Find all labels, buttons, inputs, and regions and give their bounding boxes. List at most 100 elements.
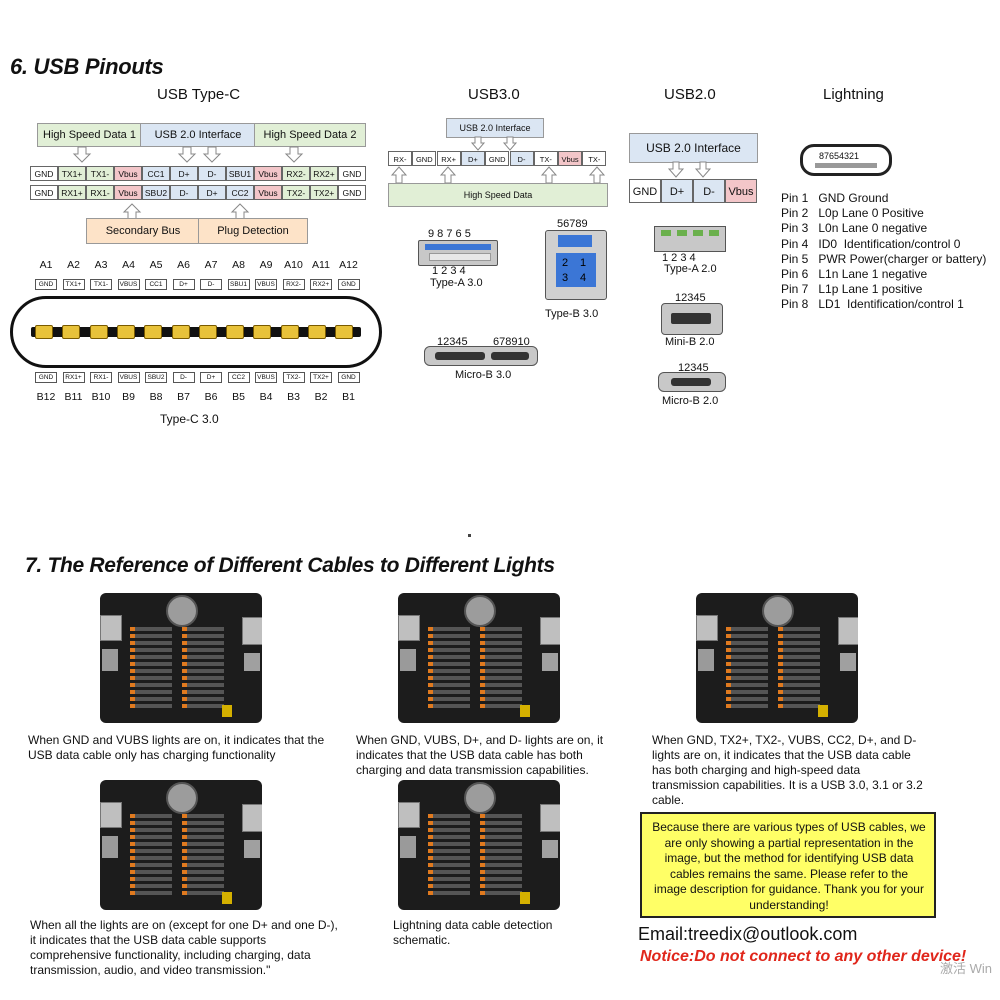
led-strip xyxy=(730,690,768,694)
led xyxy=(480,641,485,645)
led xyxy=(428,669,433,673)
usb3-pin: Vbus xyxy=(558,151,583,166)
led xyxy=(130,877,135,881)
usb-port xyxy=(698,649,714,671)
led xyxy=(480,884,485,888)
typec-pin: SBU2 xyxy=(142,185,170,200)
led xyxy=(130,814,135,818)
led-strip xyxy=(134,648,172,652)
typec-a-label: A9 xyxy=(259,259,273,271)
typec-contact xyxy=(308,325,326,339)
typec-a-label: A6 xyxy=(177,259,190,271)
led xyxy=(480,863,485,867)
caption-charging-only: When GND and VUBS lights are on, it indi… xyxy=(28,733,325,762)
usb-b-port xyxy=(540,804,560,832)
led xyxy=(428,884,433,888)
led xyxy=(130,884,135,888)
led xyxy=(182,683,187,687)
dot-divider xyxy=(468,534,471,537)
led-strip xyxy=(186,821,224,825)
usb3-microb-left: 12345 xyxy=(437,336,468,348)
connector xyxy=(520,892,530,904)
led-strip xyxy=(432,828,470,832)
led xyxy=(428,641,433,645)
os-watermark: 激活 Win xyxy=(940,961,993,976)
led-strip xyxy=(134,662,172,666)
led-strip xyxy=(484,627,522,631)
typec-title: USB Type-C xyxy=(157,86,241,103)
led-strip xyxy=(484,877,522,881)
led-strip xyxy=(782,662,820,666)
led-strip xyxy=(134,828,172,832)
usb3-typea-plug xyxy=(418,240,498,266)
tester-board-photo-4 xyxy=(100,780,262,910)
led-strip xyxy=(432,870,470,874)
usb3-pin: D+ xyxy=(460,151,485,166)
led-strip xyxy=(730,662,768,666)
lightning-pin-item: Pin 7 L1p Lane 1 positive xyxy=(781,282,923,297)
typec-pin: D+ xyxy=(198,185,226,200)
lightning-pin-item: Pin 4 ID0 Identification/control 0 xyxy=(781,236,961,251)
led xyxy=(130,690,135,694)
led xyxy=(182,814,187,818)
led xyxy=(130,863,135,867)
usb3-hs-box: High Speed Data xyxy=(388,183,608,207)
led xyxy=(480,842,485,846)
typec-pin: GND xyxy=(30,185,58,200)
connector xyxy=(520,705,530,717)
led xyxy=(182,634,187,638)
tester-board-photo-1 xyxy=(100,593,262,723)
usb3-microb-right: 678910 xyxy=(493,336,530,348)
led-strip xyxy=(432,648,470,652)
usb3-title: USB3.0 xyxy=(468,86,520,103)
led-strip xyxy=(782,648,820,652)
usb3-typea-top: 9 8 7 6 5 xyxy=(428,228,471,240)
led xyxy=(480,669,485,673)
led-strip xyxy=(484,863,522,867)
led-strip xyxy=(432,884,470,888)
section-7-title: 7. The Reference of Different Cables to … xyxy=(25,554,555,577)
typec-a-tag: RX2+ xyxy=(310,279,332,290)
typec-contact xyxy=(62,325,81,339)
led xyxy=(182,648,187,652)
typec-top-arrows xyxy=(72,146,304,163)
led-strip xyxy=(484,634,522,638)
usb-a-port xyxy=(100,615,122,641)
led xyxy=(480,877,485,881)
led-strip xyxy=(134,884,172,888)
led-strip xyxy=(484,828,522,832)
coin-cell xyxy=(464,782,496,814)
typec-b-label: B1 xyxy=(342,391,355,403)
led xyxy=(480,856,485,860)
led-strip xyxy=(432,814,470,818)
lightning-pin-item: Pin 3 L0n Lane 0 negative xyxy=(781,221,928,236)
typec-a-label: A10 xyxy=(284,259,303,271)
led-strip xyxy=(432,676,470,680)
usb3-typeb-plug: 2 1 3 4 xyxy=(545,230,607,300)
typec-b-label: B7 xyxy=(177,391,190,403)
usb-a-port xyxy=(100,802,122,828)
typec-pin: TX2- xyxy=(282,185,310,200)
led xyxy=(182,662,187,666)
led-strip xyxy=(186,863,224,867)
coin-cell xyxy=(762,595,794,627)
led xyxy=(182,870,187,874)
led-strip xyxy=(186,891,224,895)
usb-port xyxy=(244,840,260,858)
led-strip xyxy=(484,814,522,818)
led xyxy=(130,662,135,666)
typec-b-tag: GND xyxy=(337,372,360,383)
contact-email: Email:treedix@outlook.com xyxy=(638,924,858,944)
led-strip xyxy=(134,669,172,673)
led-strip xyxy=(782,704,820,708)
led xyxy=(428,648,433,652)
led xyxy=(480,828,485,832)
led-strip xyxy=(782,683,820,687)
led xyxy=(778,641,783,645)
usb-port xyxy=(244,653,260,671)
typec-b-label: B2 xyxy=(314,391,328,403)
typec-b-tag: RX1- xyxy=(90,372,112,383)
led-strip xyxy=(484,690,522,694)
led xyxy=(182,835,187,839)
typec-b-label: B12 xyxy=(36,391,56,403)
